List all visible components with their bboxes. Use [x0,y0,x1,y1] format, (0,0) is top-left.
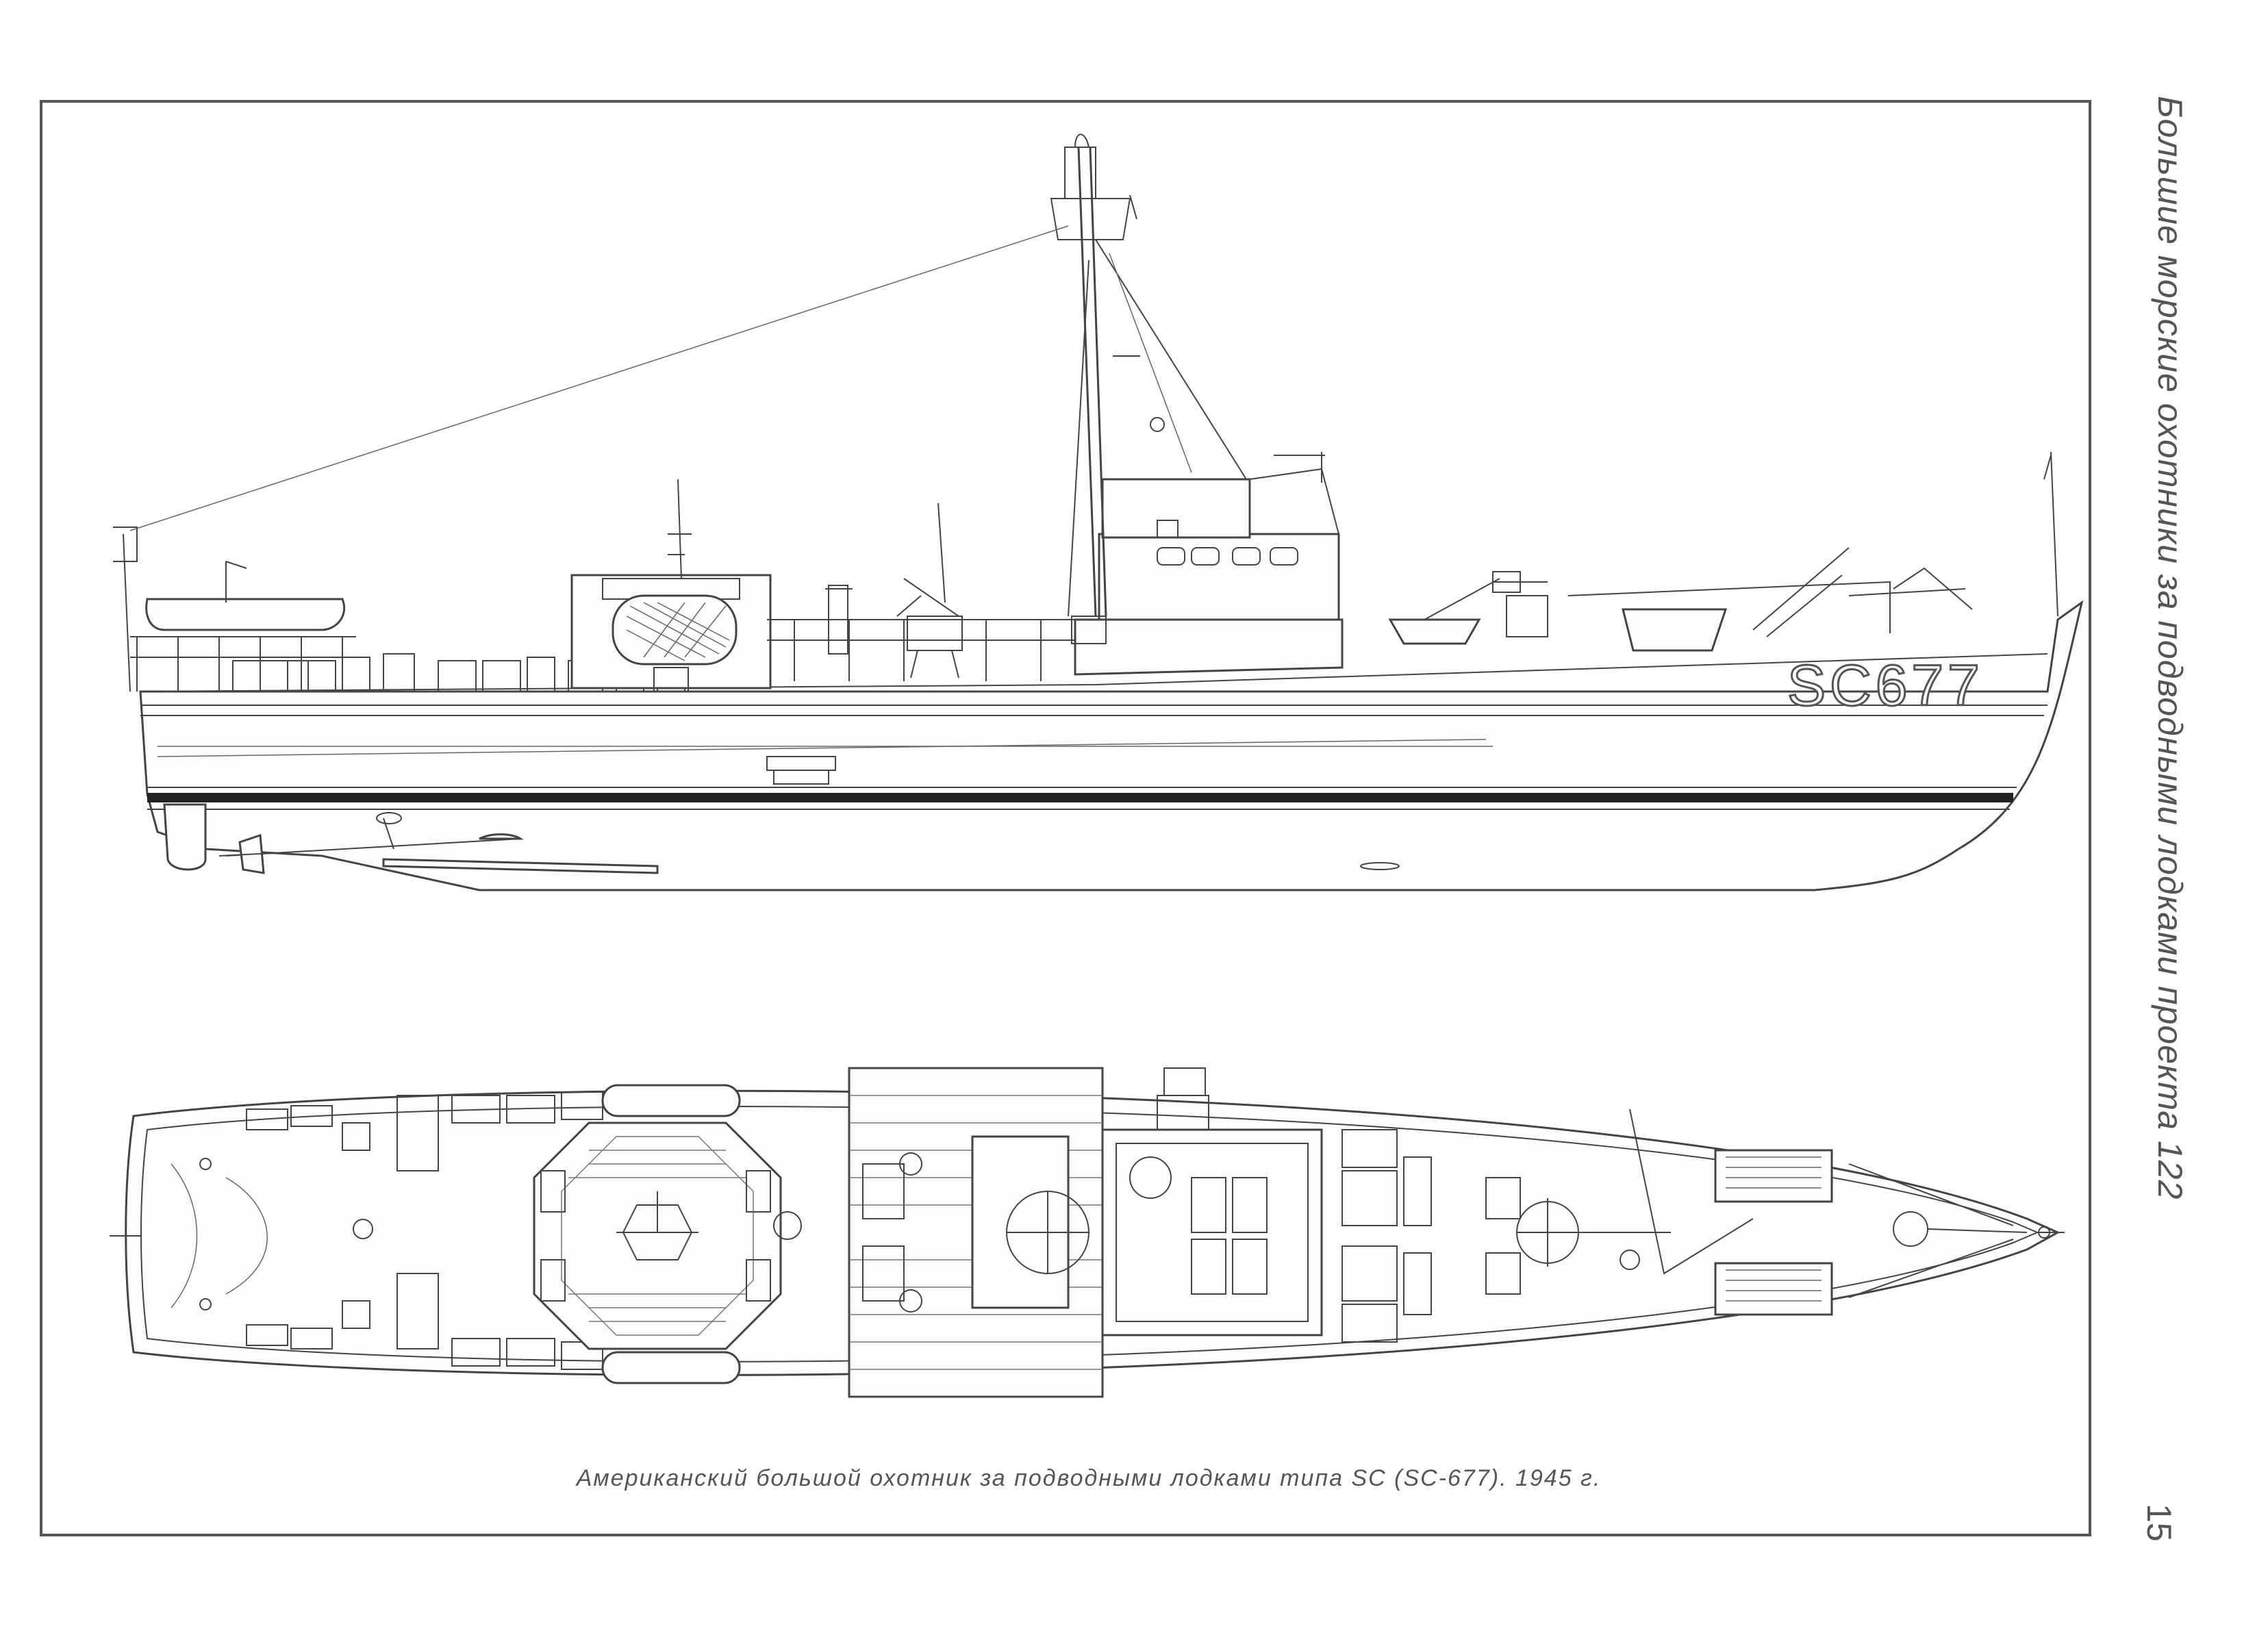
bilge-keel [382,858,659,874]
stern-bollard [199,1158,212,1170]
fitting-box [766,756,836,771]
deck-scuttle [773,1211,802,1240]
forward-gun-mount [1388,571,1548,645]
stern-bollard-2 [199,1298,212,1310]
antenna-wire [129,225,1069,531]
propeller-hub [218,852,288,857]
stern-deck-curve [225,1177,268,1295]
fitting-box-lower [773,770,829,785]
stern-raft [145,598,346,631]
raft-davit [225,561,247,603]
deck-edge-line [157,739,1487,757]
stern-deck-curve-2 [171,1163,198,1308]
midships-rail [767,619,1342,681]
bow-jackstaff [2050,451,2058,617]
shaft-bearing [376,812,402,824]
central-deckhouse-plan [848,1067,1104,1398]
main-mast [129,134,1247,617]
plan-view [110,1067,2065,1398]
bow-jack [2043,455,2052,480]
sonar-dome [479,833,524,840]
forward-gun-plan [1485,1108,1754,1295]
mast-stay-aft [1068,259,1089,617]
bridge-structure [1071,452,1344,676]
stern-cleat [353,1219,373,1239]
raft-port [601,1084,741,1117]
bow-equipment [1506,547,1973,652]
forward-launchers [1714,1149,1833,1316]
side-profile-view: SC677 [113,134,2084,891]
mast-stay-forward [1095,239,1247,480]
bow-eye [2038,1226,2050,1239]
page-frame [40,100,2091,1536]
bow-rail-plan [1848,1163,2014,1298]
flag [113,527,138,562]
forward-lockers [1341,1129,1432,1343]
rudder [163,803,207,871]
aft-deckhouse-plan [533,1121,782,1350]
raft-starboard [601,1351,741,1384]
anchor-chain [1927,1228,2028,1233]
stern-rail [130,636,356,692]
stern-racks [246,1091,603,1370]
hull-number: SC677 [1787,653,1984,718]
main-deck-line [140,653,2048,692]
stern-flagstaff [123,533,131,692]
bridge-plan [1101,1067,1323,1336]
amidships-gun [896,503,963,679]
sea-chest [1360,862,1400,870]
figure-caption: Американский большой охотник за подводны… [576,1465,1602,1491]
aft-deckhouse [570,479,772,692]
